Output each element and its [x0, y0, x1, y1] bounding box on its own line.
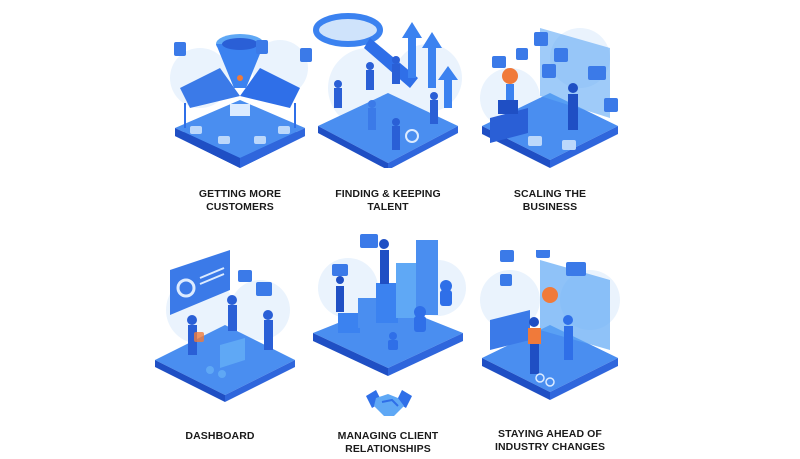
caption-finding-keeping-talent: FINDING & KEEPING TALENT [308, 188, 468, 214]
bar-chart-steps-robots-icon [308, 228, 468, 378]
caption-line-1: STAYING AHEAD OF [498, 428, 602, 440]
tile-getting-more-customers: GETTING MORE CUSTOMERS [160, 8, 320, 213]
tile-managing-client-relationships: MANAGING CLIENT RELATIONSHIPS [308, 228, 468, 455]
caption-line-2: BUSINESS [522, 201, 578, 213]
caption-line-2: CUSTOMERS [206, 201, 274, 213]
caption-dashboard: DASHBOARD [150, 430, 290, 443]
two-people-at-holographic-screen-icon [470, 250, 630, 400]
sales-funnel-market-stall-icon [160, 8, 320, 168]
tile-scaling-the-business: SCALING THE BUSINESS [470, 8, 630, 213]
caption-line-1: DASHBOARD [185, 430, 255, 442]
caption-line-2: RELATIONSHIPS [345, 443, 431, 455]
caption-scaling-the-business: SCALING THE BUSINESS [470, 188, 630, 214]
caption-line-1: GETTING MORE [198, 188, 282, 200]
tile-finding-keeping-talent: FINDING & KEEPING TALENT [308, 8, 468, 213]
caption-staying-ahead-industry-changes: STAYING AHEAD OF INDUSTRY CHANGES [470, 428, 630, 454]
person-with-floating-app-panels-icon [470, 8, 630, 168]
handshake-icon [364, 388, 414, 420]
team-around-analytics-screen-icon [150, 250, 310, 402]
caption-line-2: TALENT [367, 201, 409, 213]
magnifying-glass-people-growth-arrows-icon [308, 8, 468, 168]
tile-dashboard: DASHBOARD [150, 250, 310, 442]
caption-line-1: SCALING THE [513, 188, 587, 200]
caption-getting-more-customers: GETTING MORE CUSTOMERS [160, 188, 320, 214]
caption-managing-client-relationships: MANAGING CLIENT RELATIONSHIPS [308, 430, 468, 456]
caption-line-2: INDUSTRY CHANGES [494, 441, 606, 453]
caption-line-1: FINDING & KEEPING [335, 188, 441, 200]
tile-staying-ahead-industry-changes: STAYING AHEAD OF INDUSTRY CHANGES [470, 250, 630, 453]
caption-line-1: MANAGING CLIENT [337, 430, 439, 442]
